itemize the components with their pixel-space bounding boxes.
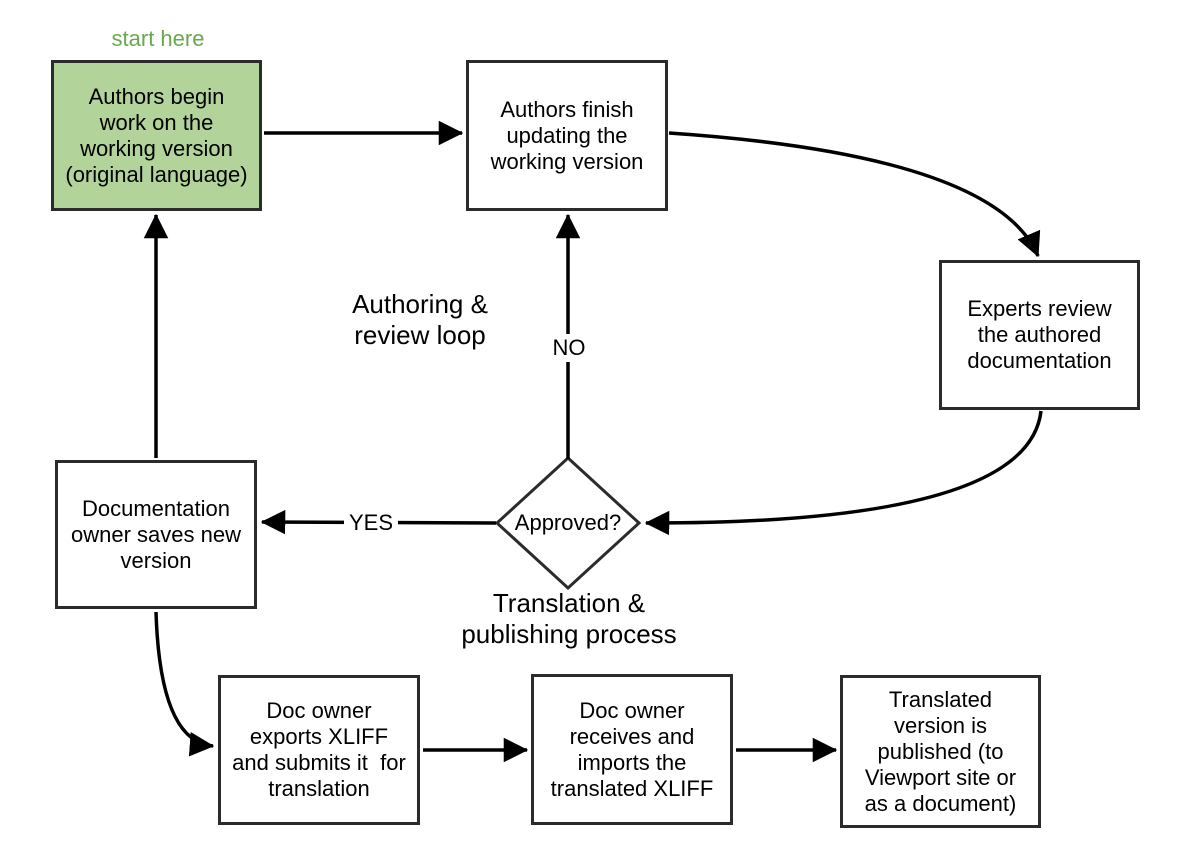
arrow-finish-to-experts <box>668 131 1041 258</box>
node-experts-review: Experts review the authored documentatio… <box>939 260 1140 410</box>
label-authoring-review-loop: Authoring & review loop <box>352 289 488 350</box>
arrow-saves-to-export <box>154 611 215 757</box>
node-export-xliff: Doc owner exports XLIFF and submits it f… <box>218 675 420 825</box>
node-authors-finish: Authors finish updating the working vers… <box>466 60 668 211</box>
label-no: NO <box>547 334 591 362</box>
arrow-experts-to-approved <box>644 410 1043 536</box>
label-translation-publishing-process: Translation & publishing process <box>461 588 677 649</box>
node-authors-begin: Authors begin work on the working versio… <box>51 60 262 211</box>
decision-approved-label: Approved? <box>514 510 622 535</box>
node-doc-owner-saves: Documentation owner saves new version <box>55 460 257 609</box>
label-yes: YES <box>343 509 399 537</box>
label-start-here: start here <box>111 26 205 51</box>
decision-approved-shape <box>494 455 642 591</box>
node-published: Translated version is published (to View… <box>840 675 1041 828</box>
node-import-xliff: Doc owner receives and imports the trans… <box>531 674 733 825</box>
